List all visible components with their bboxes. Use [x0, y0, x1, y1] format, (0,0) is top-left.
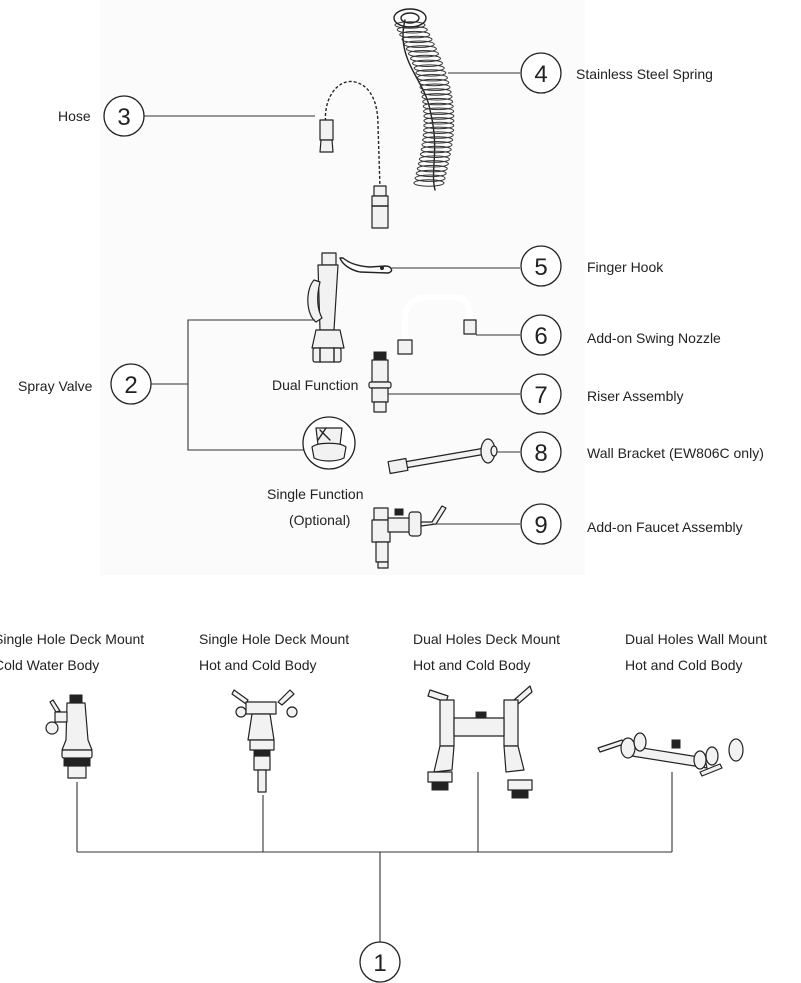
spring-coil	[422, 131, 454, 139]
callout-7: 7	[520, 373, 562, 415]
svg-text:2: 2	[124, 372, 137, 399]
svg-text:9: 9	[534, 512, 547, 539]
body-dual-holes-wall	[597, 732, 744, 777]
spring-coil	[423, 112, 455, 120]
body-1-title: Single Hole Deck Mount	[0, 631, 144, 647]
spring-coil	[423, 107, 455, 115]
body-dual-holes-deck	[427, 685, 533, 799]
spring-coil	[419, 150, 451, 159]
label-add-on-swing-nozzle: Add-on Swing Nozzle	[587, 330, 721, 346]
spring-coil	[405, 45, 437, 53]
spring-coil	[421, 141, 453, 149]
label-stainless-steel-spring: Stainless Steel Spring	[576, 66, 713, 82]
callout-8: 8	[520, 431, 562, 473]
body-4-subtitle: Hot and Cold Body	[625, 657, 743, 673]
spring-coil	[423, 121, 455, 130]
svg-text:5: 5	[534, 254, 547, 281]
spring-coil	[401, 35, 433, 44]
add-on-faucet-assembly	[371, 505, 447, 569]
svg-text:4: 4	[534, 61, 547, 88]
body-3-subtitle: Hot and Cold Body	[413, 657, 531, 673]
body-single-hole-hot-cold	[231, 689, 298, 793]
svg-text:3: 3	[117, 104, 130, 131]
callout-4: 4	[520, 52, 562, 94]
svg-text:1: 1	[373, 950, 386, 977]
spring-coil	[399, 30, 431, 39]
body-3-title: Dual Holes Deck Mount	[413, 631, 560, 647]
spring-coil	[416, 164, 448, 173]
spray-valve-dual	[307, 252, 345, 363]
body-2-title: Single Hole Deck Mount	[199, 631, 349, 647]
spring-coil	[415, 169, 447, 178]
spring-coil	[418, 155, 450, 163]
spring-coil	[416, 74, 448, 82]
hose	[319, 80, 389, 229]
callout-3: 3	[103, 95, 145, 137]
spring-coil	[418, 78, 450, 87]
leader-2	[150, 319, 315, 451]
label-optional: (Optional)	[289, 512, 350, 528]
body-single-hole-cold	[45, 694, 93, 779]
spring-coil	[422, 97, 454, 106]
riser-assembly	[368, 351, 392, 413]
leader-1-tree	[76, 772, 673, 942]
spring-coil	[414, 174, 446, 182]
spring-coil	[415, 69, 447, 77]
finger-hook	[339, 257, 393, 274]
label-finger-hook: Finger Hook	[587, 259, 664, 275]
body-1-subtitle: Cold Water Body	[0, 657, 99, 673]
callout-5: 5	[520, 245, 562, 287]
spring-coil	[422, 136, 454, 144]
label-add-on-faucet-assembly: Add-on Faucet Assembly	[587, 519, 743, 535]
spring-coil	[423, 126, 455, 135]
svg-text:6: 6	[534, 323, 547, 350]
spring-coil	[420, 145, 452, 154]
body-4-title: Dual Holes Wall Mount	[625, 631, 767, 647]
spray-valve-single-detail	[302, 416, 356, 470]
spring-coil	[417, 160, 449, 168]
spring-coil	[421, 93, 453, 101]
spring-coil	[423, 117, 455, 125]
callout-2: 2	[110, 363, 152, 405]
wall-bracket	[387, 438, 498, 475]
spring-coil	[420, 88, 452, 96]
body-2-subtitle: Hot and Cold Body	[199, 657, 317, 673]
background-panel	[100, 0, 585, 575]
label-wall-bracket: Wall Bracket (EW806C only)	[587, 445, 764, 461]
svg-text:8: 8	[534, 440, 547, 467]
spring-coil	[413, 64, 445, 72]
label-spray-valve: Spray Valve	[18, 378, 93, 394]
spring-coil	[394, 21, 426, 29]
label-single-function: Single Function	[267, 486, 364, 502]
spring-coil	[419, 83, 451, 91]
label-dual-function: Dual Function	[272, 377, 358, 393]
spring-coil	[408, 50, 439, 58]
spring-coil	[412, 59, 443, 67]
callout-9: 9	[520, 503, 562, 545]
callout-1: 1	[359, 941, 401, 983]
spring-coil	[413, 179, 445, 187]
spring-coil	[410, 54, 441, 63]
callout-6: 6	[520, 314, 562, 356]
spring-coil	[403, 40, 435, 48]
add-on-swing-nozzle	[397, 294, 477, 355]
spring-coil	[422, 102, 454, 111]
stainless-steel-spring	[393, 8, 455, 191]
label-hose: Hose	[58, 108, 91, 124]
label-riser-assembly: Riser Assembly	[587, 388, 683, 404]
svg-text:7: 7	[534, 382, 547, 409]
